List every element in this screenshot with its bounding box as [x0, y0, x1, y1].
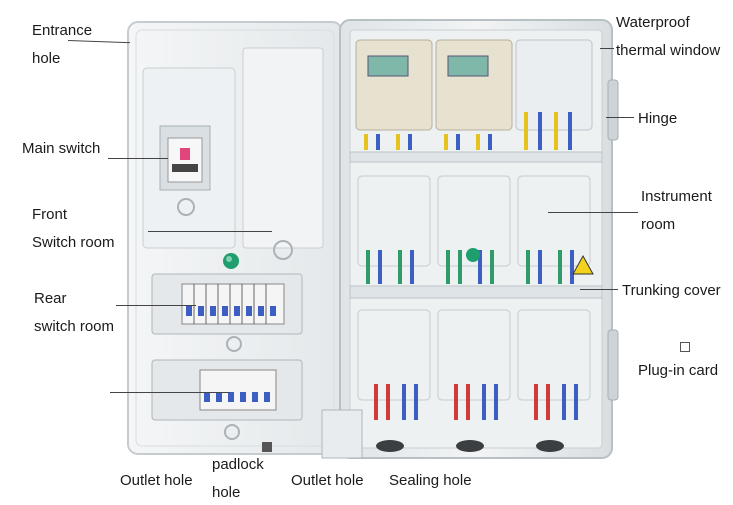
switch-door: [127, 21, 343, 455]
label-main-switch: Main switch: [22, 140, 101, 157]
label-sealing-hole: Sealing hole: [389, 472, 472, 489]
leader-hinge: [606, 117, 634, 118]
label-hinge: Hinge: [638, 110, 678, 127]
leader-rear-switch: [116, 305, 196, 306]
label-rear-switch-room: Rear switch room: [34, 290, 115, 335]
cabinet-body: [321, 19, 619, 459]
leader-front-switch: [148, 231, 272, 232]
label-outlet-hole-right: Outlet hole: [291, 472, 364, 489]
label-waterproof-window: Waterproof thermal window: [616, 14, 721, 59]
plug-in-card-marker-icon: [680, 342, 690, 352]
label-trunking-cover: Trunking cover: [622, 282, 721, 299]
label-instrument-room: Instrument room: [641, 188, 712, 233]
label-padlock-hole: padlock hole: [212, 456, 264, 501]
leader-main-switch: [108, 158, 168, 159]
label-entrance-hole: Entrance hole: [32, 22, 93, 67]
leader-lower-switch: [110, 392, 230, 393]
leader-trunking: [580, 289, 618, 290]
label-front-switch-room: Front Switch room: [32, 206, 115, 251]
leader-waterproof: [600, 48, 614, 49]
leader-instrument: [548, 212, 638, 213]
label-plug-in-card: Plug-in card: [638, 362, 719, 379]
label-outlet-hole-left: Outlet hole: [120, 472, 193, 489]
